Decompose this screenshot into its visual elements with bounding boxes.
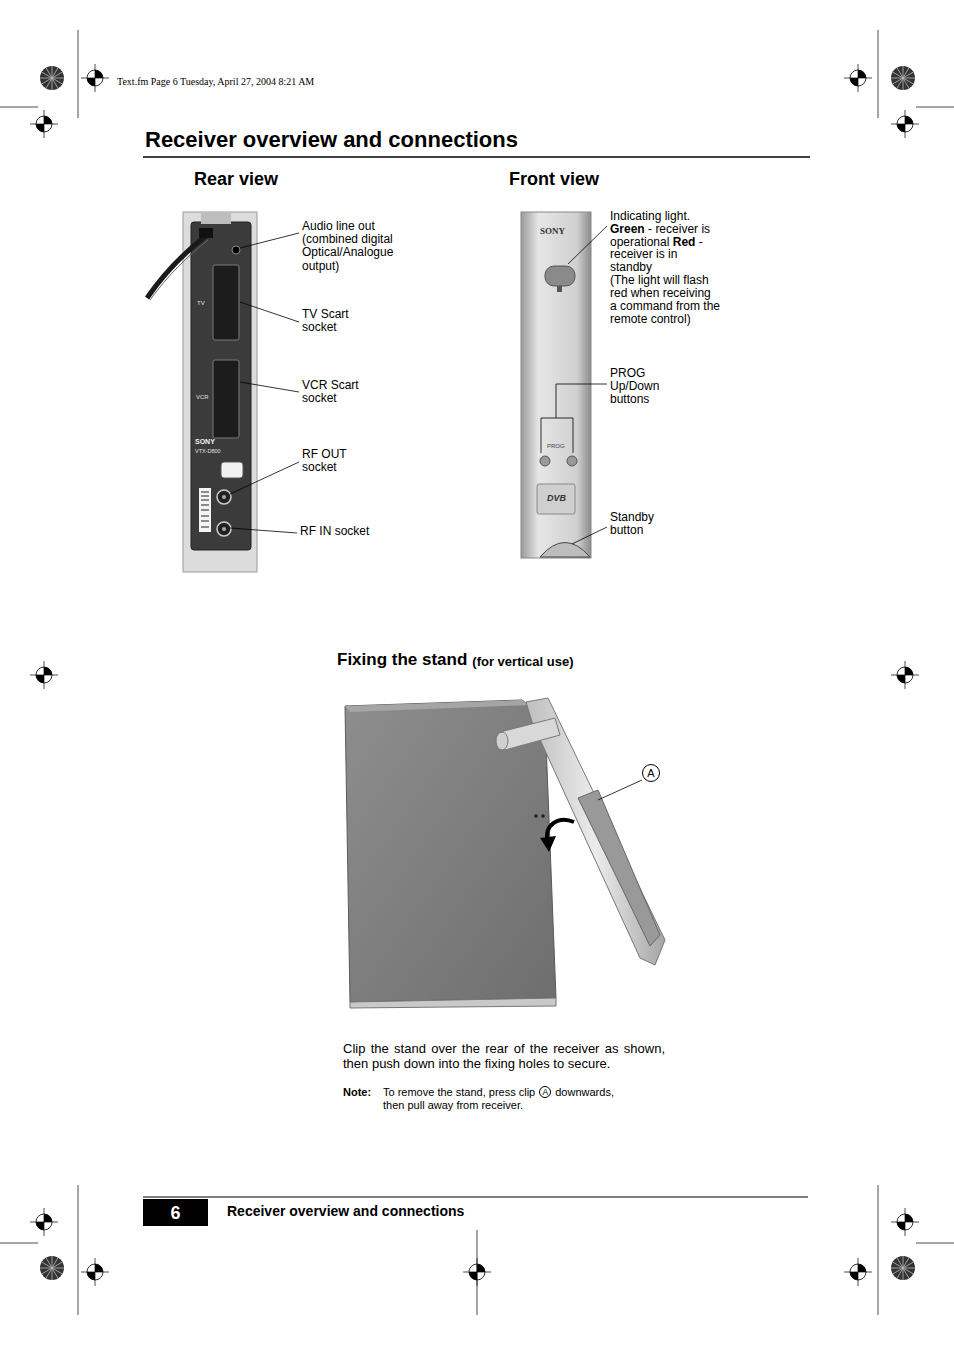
note-text: then pull away from receiver. xyxy=(383,1099,523,1111)
crosshair-mark xyxy=(30,110,58,138)
leader-lines xyxy=(230,233,299,533)
crosshair-mark xyxy=(891,661,919,689)
view-heading: Rear view xyxy=(194,170,278,190)
page-number-box: 6 xyxy=(143,1199,208,1226)
brand-marking: SONY xyxy=(540,227,565,237)
note-heading: Note: xyxy=(343,1086,371,1098)
callout-letter: A xyxy=(542,1088,548,1097)
crop-line xyxy=(0,1243,38,1244)
page-title: Receiver overview and connections xyxy=(145,128,518,152)
callout-letter: A xyxy=(647,768,654,779)
callout-circle: A xyxy=(539,1086,551,1098)
callout-label: TV Scart socket xyxy=(302,308,382,334)
crop-line xyxy=(0,107,38,108)
star-target-mark xyxy=(40,66,64,90)
callout-label: Red xyxy=(673,235,696,249)
callout-label: Standby button xyxy=(610,511,690,537)
panel-marking: VCR xyxy=(196,394,209,401)
callout-label: Green xyxy=(610,222,645,236)
indicator-callout: Indicating light.Green- receiver is oper… xyxy=(610,210,724,325)
logo-marking: DVB xyxy=(547,494,566,504)
title-rule xyxy=(143,156,810,158)
crop-line xyxy=(78,1185,79,1315)
brand-marking: SONY xyxy=(195,438,215,446)
crop-line xyxy=(78,30,79,118)
model-marking: VTX-D800 xyxy=(195,448,221,454)
callout-circle: A xyxy=(642,764,660,782)
view-heading: Front view xyxy=(509,170,599,190)
panel-marking: TV xyxy=(197,300,205,307)
file-header: Text.fm Page 6 Tuesday, April 27, 2004 8… xyxy=(117,76,314,87)
crosshair-mark xyxy=(30,661,58,689)
crosshair-mark xyxy=(844,64,872,92)
crosshair-mark xyxy=(30,1208,58,1236)
footer-title: Receiver overview and connections xyxy=(227,1204,464,1219)
crosshair-mark xyxy=(463,1258,491,1286)
callout-label: VCR Scart socket xyxy=(302,379,382,405)
crosshair-mark xyxy=(81,1258,109,1286)
crosshair-mark xyxy=(844,1258,872,1286)
instruction-text: Clip the stand over the rear of the rece… xyxy=(343,1042,665,1071)
star-target-mark xyxy=(891,66,915,90)
star-target-mark xyxy=(40,1256,64,1280)
registration-marks xyxy=(0,30,954,1315)
section-subheading: (for vertical use) xyxy=(472,655,573,669)
callout-label: Indicating light. xyxy=(610,210,721,223)
crop-line xyxy=(916,107,954,108)
crop-line xyxy=(878,1185,879,1315)
callout-label: (The light will flash red when receiving… xyxy=(610,274,721,325)
rear-view-illustration xyxy=(147,212,257,572)
panel-marking: PROG xyxy=(547,443,565,450)
callout-label: RF IN socket xyxy=(300,525,380,538)
leader-lines xyxy=(541,226,607,544)
crosshair-mark xyxy=(891,1208,919,1236)
callout-label: RF OUT socket xyxy=(302,448,382,474)
section-heading: Fixing the stand xyxy=(337,651,467,670)
crosshair-mark xyxy=(81,64,109,92)
star-target-mark xyxy=(891,1256,915,1280)
callout-label: Audio line out (combined digital Optical… xyxy=(302,220,412,273)
callout-label: PROG Up/Down buttons xyxy=(610,367,690,407)
stand-illustration xyxy=(345,698,665,1008)
footer-rule xyxy=(143,1197,808,1198)
crop-line xyxy=(878,30,879,118)
page-number: 6 xyxy=(170,1204,180,1222)
crosshair-mark xyxy=(891,110,919,138)
note-text: To remove the stand, press clip xyxy=(383,1086,535,1098)
note-text: downwards, xyxy=(555,1086,614,1098)
crop-line xyxy=(916,1243,954,1244)
